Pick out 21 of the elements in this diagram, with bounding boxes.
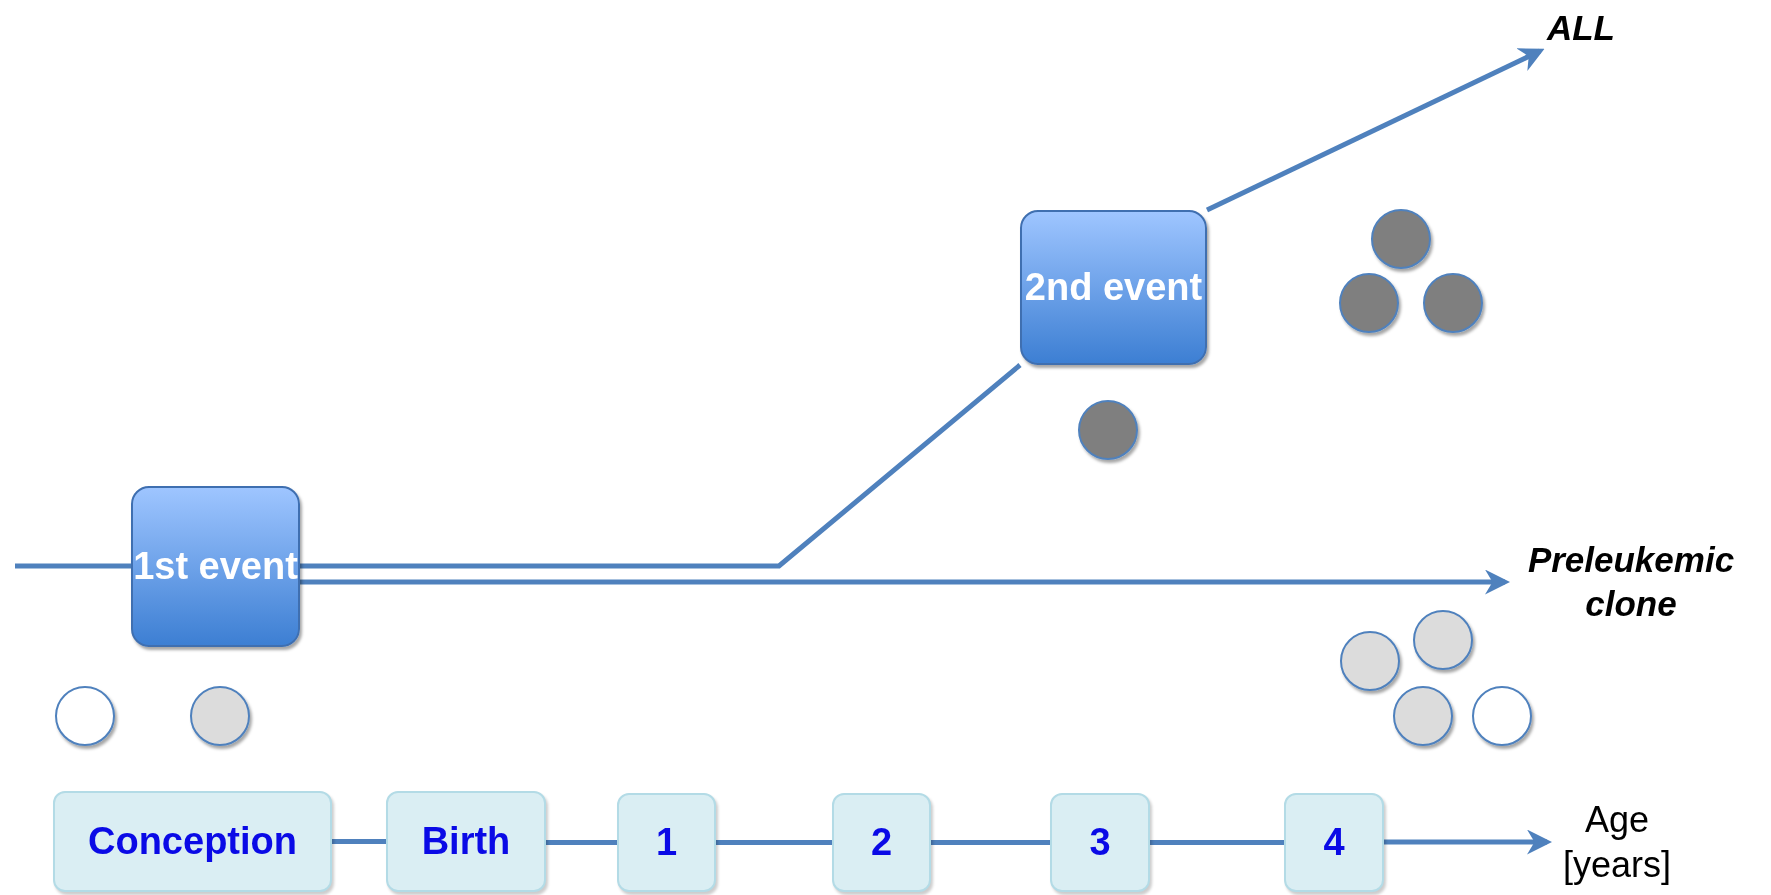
timeline-box: Conception	[53, 791, 332, 892]
connector-line	[300, 363, 1022, 569]
event-box: 2nd event	[1020, 210, 1207, 365]
timeline-box: 3	[1050, 793, 1150, 892]
connector-line	[716, 840, 832, 845]
arrow	[1384, 829, 1552, 855]
axis-label: Age [years]	[1547, 791, 1687, 893]
connector-line	[1150, 840, 1284, 845]
timeline-box: Birth	[386, 791, 546, 892]
outcome-label: ALL	[1540, 5, 1622, 51]
connector-line	[15, 563, 131, 569]
connector-line	[931, 840, 1050, 845]
timeline-box: 2	[832, 793, 931, 892]
timeline-box: 1	[617, 793, 716, 892]
connector-line	[546, 840, 617, 845]
timeline-box: 4	[1284, 793, 1384, 892]
arrow	[300, 569, 1510, 595]
outcome-label: Preleukemic clone	[1505, 528, 1757, 636]
connector-line	[332, 839, 386, 844]
arrow	[1205, 48, 1545, 213]
event-box: 1st event	[131, 486, 300, 647]
